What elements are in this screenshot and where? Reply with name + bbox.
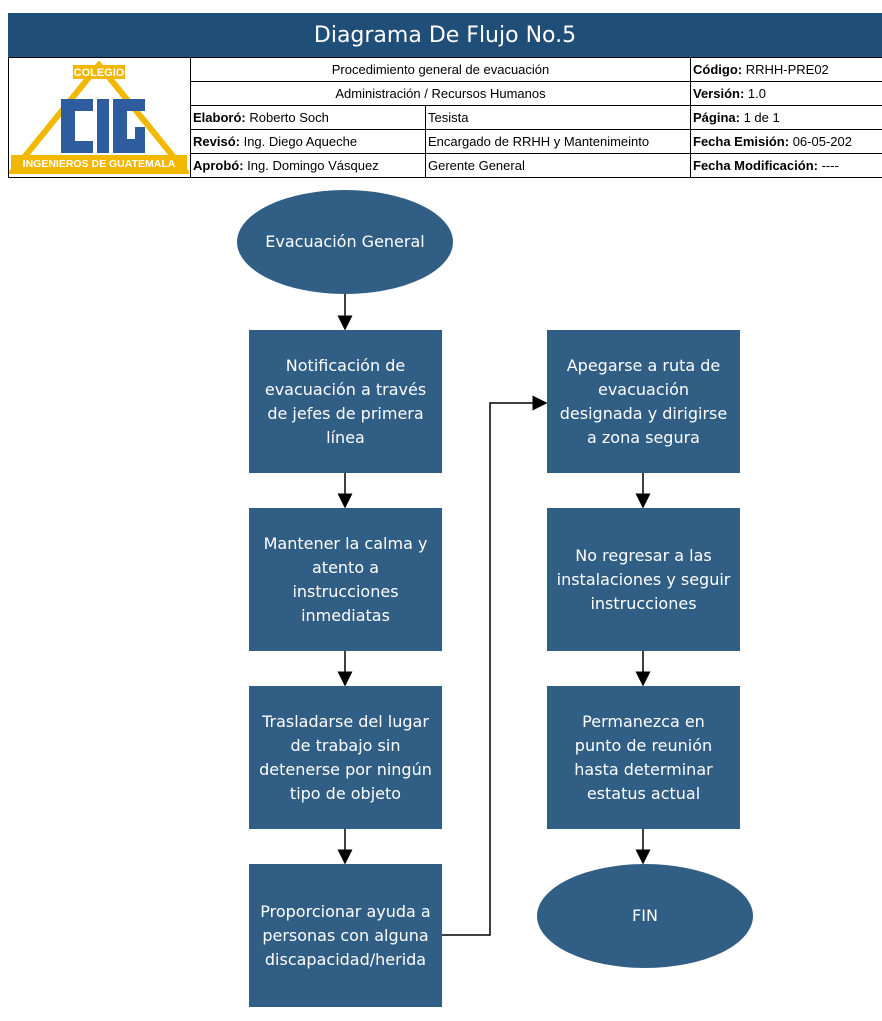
codigo-cell: Código: RRHH-PRE02	[690, 57, 882, 82]
reviso-role: Encargado de RRHH y Mantenimeinto	[425, 129, 691, 154]
aprobo-name: Ing. Domingo Vásquez	[247, 158, 379, 173]
arrow-n4-n5	[442, 395, 548, 936]
emision-value: 06-05-202	[792, 134, 852, 149]
codigo-value: RRHH-PRE02	[745, 62, 829, 77]
version-label: Versión:	[693, 86, 745, 101]
step-notificacion: Notificación de evacuación a través de j…	[249, 330, 442, 473]
end-node: FIN	[537, 864, 753, 968]
step-ruta-evacuacion: Apegarse a ruta de evacuación designada …	[547, 330, 740, 473]
modificacion-label: Fecha Modificación:	[693, 158, 818, 173]
diagram-title: Diagrama De Flujo No.5	[8, 13, 882, 57]
logo-cell: COLEGIO INGENIEROS DE GUATEMALA	[8, 57, 191, 178]
procedure-name: Procedimiento general de evacuación	[190, 57, 691, 82]
modificacion-value: ----	[821, 158, 839, 173]
step-mantener-calma: Mantener la calma y atento a instruccion…	[249, 508, 442, 651]
modificacion-cell: Fecha Modificación: ----	[690, 153, 882, 178]
organization-logo: COLEGIO INGENIEROS DE GUATEMALA	[9, 59, 190, 175]
step-punto-reunion: Permanezca en punto de reunión hasta det…	[547, 686, 740, 829]
version-value: 1.0	[747, 86, 766, 101]
elaboro-label: Elaboró:	[193, 110, 246, 125]
logo-bottom-text: INGENIEROS DE GUATEMALA	[23, 158, 176, 170]
pagina-cell: Página: 1 de 1	[690, 105, 882, 130]
reviso-label: Revisó:	[193, 134, 240, 149]
step-no-regresar: No regresar a las instalaciones y seguir…	[547, 508, 740, 651]
logo-top-text: COLEGIO	[74, 67, 125, 79]
elaboro-name: Roberto Soch	[249, 110, 329, 125]
reviso-cell: Revisó: Ing. Diego Aqueche	[190, 129, 426, 154]
elaboro-cell: Elaboró: Roberto Soch	[190, 105, 426, 130]
emision-label: Fecha Emisión:	[693, 134, 790, 149]
step-proporcionar-ayuda: Proporcionar ayuda a personas con alguna…	[249, 864, 442, 1007]
aprobo-role: Gerente General	[425, 153, 691, 178]
pagina-value: 1 de 1	[743, 110, 780, 125]
header-table: COLEGIO INGENIEROS DE GUATEMALA Procedim…	[8, 57, 882, 178]
step-trasladarse: Trasladarse del lugar de trabajo sin det…	[249, 686, 442, 829]
aprobo-label: Aprobó:	[193, 158, 244, 173]
pagina-label: Página:	[693, 110, 740, 125]
reviso-name: Ing. Diego Aqueche	[243, 134, 358, 149]
start-node: Evacuación General	[237, 190, 453, 294]
codigo-label: Código:	[693, 62, 743, 77]
